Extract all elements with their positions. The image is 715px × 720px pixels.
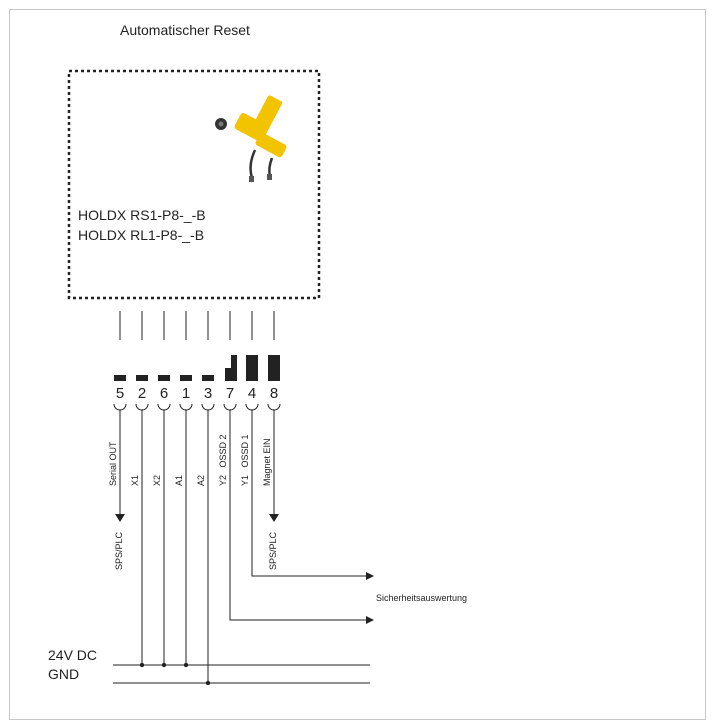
signal-label-x1: X1 bbox=[130, 475, 140, 486]
safety-evaluation-label: Sicherheitsauswertung bbox=[376, 593, 467, 603]
signal-label-ossd1: Y1 OSSD 1 bbox=[240, 434, 250, 486]
arrow-down-icon bbox=[269, 514, 279, 522]
pin-number: 3 bbox=[204, 385, 212, 402]
pin-number: 1 bbox=[182, 385, 190, 402]
signal-label-ossd2: Y2 OSSD 2 bbox=[218, 434, 228, 486]
pin-marker-1 bbox=[180, 375, 192, 381]
connector-cups bbox=[113, 403, 281, 411]
pin-number: 4 bbox=[248, 385, 256, 402]
arrow-heads bbox=[115, 514, 374, 624]
rail-label-gnd: GND bbox=[48, 666, 79, 682]
arrow-right-icon bbox=[366, 616, 374, 624]
signal-labels: Serial OUT X1 X2 A1 A2 Y2 OSSD 2 Y1 OSSD… bbox=[108, 434, 278, 570]
device-box bbox=[67, 69, 321, 300]
signal-label-magnet-ein: Magnet EIN bbox=[262, 438, 272, 486]
pin-number: 2 bbox=[138, 385, 146, 402]
pin-number: 7 bbox=[226, 385, 234, 402]
pin-marker-8 bbox=[268, 355, 280, 381]
door-sensor-product-photo-icon bbox=[215, 95, 287, 182]
pin-number: 5 bbox=[116, 385, 124, 402]
pin-marker-6 bbox=[158, 375, 170, 381]
pin-wires bbox=[119, 311, 275, 340]
pin-marker-5 bbox=[114, 375, 126, 381]
diagram-border bbox=[9, 9, 706, 720]
rail-label-24v: 24V DC bbox=[48, 647, 97, 663]
arrow-down-icon bbox=[115, 514, 125, 522]
pin-number: 8 bbox=[270, 385, 278, 402]
pin-marker-3 bbox=[202, 375, 214, 381]
pin-marker-4 bbox=[246, 355, 258, 381]
junction-dots bbox=[139, 662, 211, 686]
pin-marker-7 bbox=[225, 355, 237, 381]
diagram-title: Automatischer Reset bbox=[120, 22, 250, 38]
signal-label-a1: A1 bbox=[174, 475, 184, 486]
model-label-rl1: HOLDX RL1-P8-_-B bbox=[78, 227, 204, 243]
pin-numbers: 5 2 6 1 3 7 4 8 bbox=[116, 385, 278, 402]
pin-marker-2 bbox=[136, 375, 148, 381]
signal-label-a2: A2 bbox=[196, 475, 206, 486]
signal-wires bbox=[119, 410, 368, 683]
signal-label-serial-out: Serial OUT bbox=[108, 441, 118, 486]
model-label-rs1: HOLDX RS1-P8-_-B bbox=[78, 207, 206, 223]
pin-markers bbox=[114, 355, 280, 381]
plc-label-right: SPS/PLC bbox=[268, 531, 278, 570]
signal-label-x2: X2 bbox=[152, 475, 162, 486]
arrow-right-icon bbox=[366, 572, 374, 580]
plc-label-left: SPS/PLC bbox=[114, 531, 124, 570]
pin-number: 6 bbox=[160, 385, 168, 402]
